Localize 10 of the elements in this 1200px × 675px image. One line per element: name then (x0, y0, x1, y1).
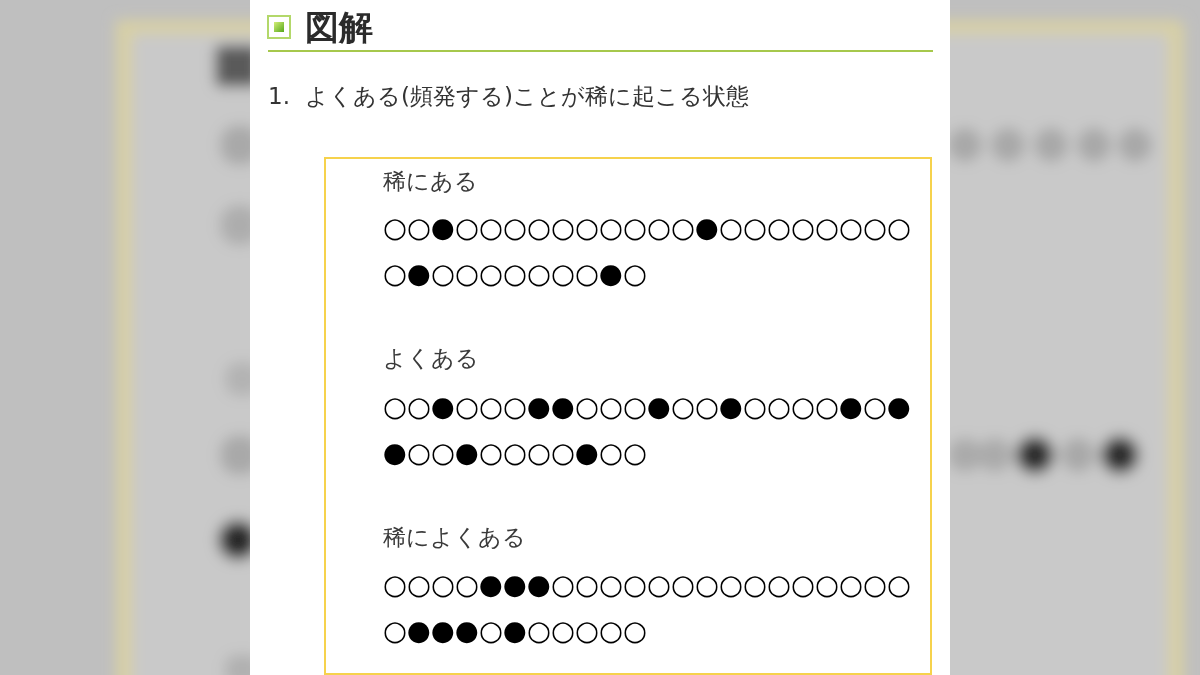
row-caption: 稀によくある (383, 523, 526, 552)
list-number: 1. (268, 82, 290, 111)
framed-box (324, 157, 932, 675)
row-caption: よくある (383, 344, 479, 373)
circle-sequence: ○○○○●●●○○○○○○○○○○○○○○○○●●●○●○○○○○ (383, 567, 912, 648)
section-heading: 図解 (305, 6, 373, 49)
circle-sequence: ○○●○○○○○○○○○○●○○○○○○○○○●○○○○○○○●○ (383, 210, 912, 291)
list-item-text: よくある(頻発する)ことが稀に起こる状態 (305, 82, 749, 111)
circle-sequence: ○○●○○○●●○○○●○○●○○○○●○●●○○●○○○○●○○ (383, 389, 912, 470)
row-caption: 稀にある (383, 167, 478, 196)
